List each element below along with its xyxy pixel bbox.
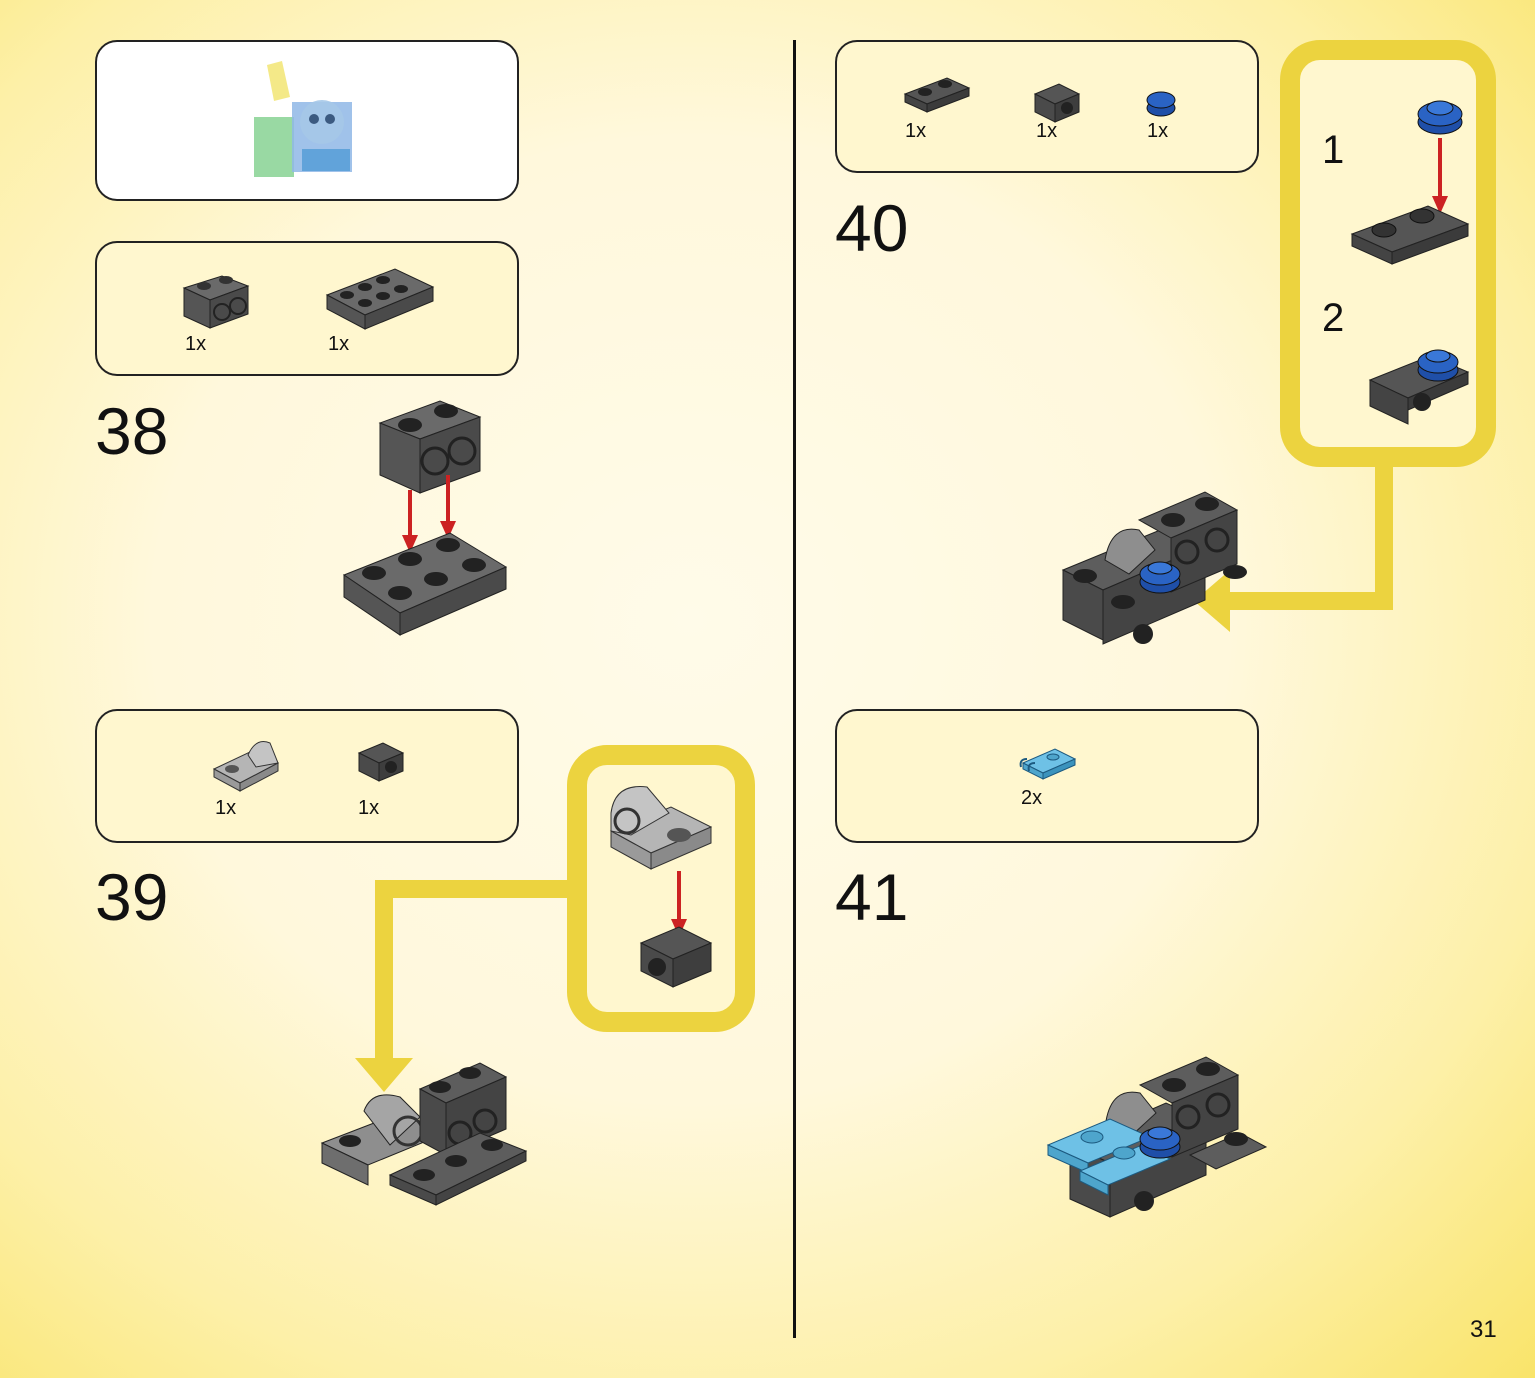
step-number: 40 xyxy=(835,191,909,265)
page-divider xyxy=(793,40,796,1338)
step-41-assembly-diagram xyxy=(1046,1056,1268,1218)
substep-number: 1 xyxy=(1322,128,1345,172)
bracket-icon xyxy=(357,742,405,782)
part-qty: 1x xyxy=(328,333,350,355)
sub-assembly-diagram xyxy=(1350,100,1470,425)
part-qty: 1x xyxy=(185,333,207,355)
round-plate-blue-icon xyxy=(1146,91,1176,117)
part-qty: 1x xyxy=(215,797,237,819)
finished-model-icon xyxy=(254,61,352,177)
step-38-assembly-diagram xyxy=(342,400,508,636)
part-qty: 1x xyxy=(1036,120,1058,142)
part-qty: 1x xyxy=(1147,120,1169,142)
plate-rounded-icon xyxy=(212,741,280,792)
step-40-assembly-diagram xyxy=(1061,491,1247,645)
parts-box-step-38: 1x 1x xyxy=(95,241,519,376)
sub-assembly-diagram xyxy=(609,786,713,988)
sub-assembly-callout-step-40: 1 2 xyxy=(1280,40,1496,467)
step-number: 41 xyxy=(835,860,909,934)
model-preview-box xyxy=(95,40,519,201)
part-qty: 1x xyxy=(905,120,927,142)
step-39-assembly-diagram xyxy=(320,1062,528,1206)
part-qty: 1x xyxy=(358,797,380,819)
step-number: 38 xyxy=(95,394,169,468)
part-qty: 2x xyxy=(1021,787,1043,809)
substep-number: 2 xyxy=(1322,296,1345,340)
plate-1x2-icon xyxy=(903,77,971,113)
callout-pointer-arrow xyxy=(1194,460,1393,632)
bracket-icon xyxy=(1033,83,1081,123)
plate-2x4-icon xyxy=(325,268,435,330)
brick-1x2-technic-icon xyxy=(182,275,250,329)
step-number: 39 xyxy=(95,860,169,934)
parts-box-step-39: 1x 1x xyxy=(95,709,519,843)
page-number: 31 xyxy=(1470,1316,1497,1343)
parts-box-step-40: 1x 1x 1x xyxy=(835,40,1259,173)
callout-pointer-arrow xyxy=(355,880,570,1092)
parts-box-step-41: 2x xyxy=(835,709,1259,843)
sub-assembly-callout-step-39 xyxy=(567,745,755,1032)
clip-plate-light-blue-icon xyxy=(1019,748,1077,780)
